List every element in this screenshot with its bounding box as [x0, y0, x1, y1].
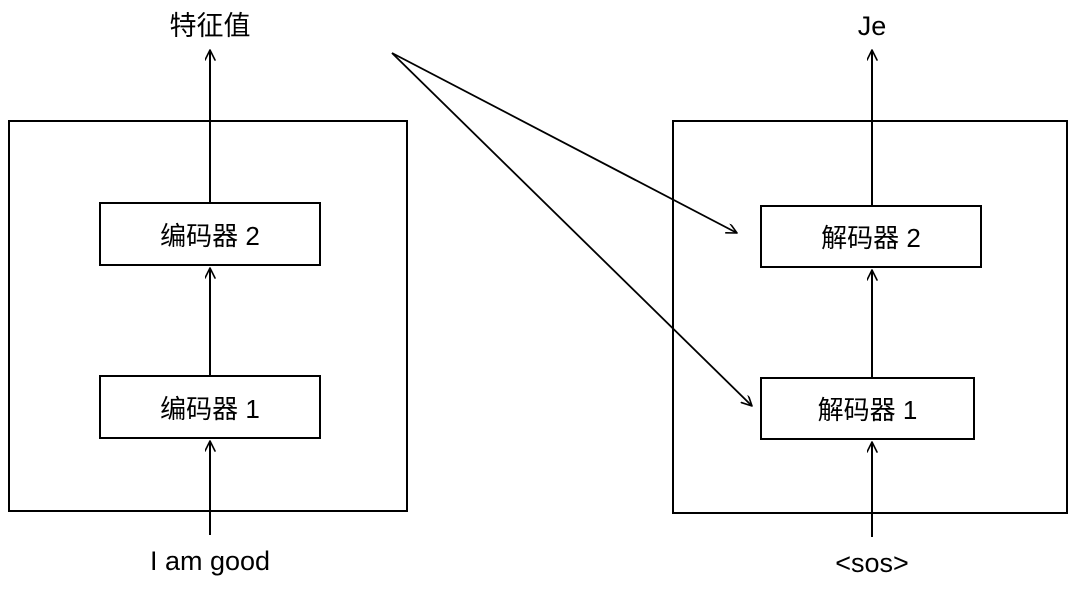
- decoder-stack-container: [672, 120, 1068, 514]
- encoder-input-label: I am good: [149, 546, 271, 576]
- encoder-output-label: 特征值: [169, 11, 251, 41]
- arrow-cross-attention-to-decoder1: [391, 52, 752, 406]
- decoder-block-1[interactable]: 解码器 1: [760, 377, 975, 440]
- decoder-block-1-label: 解码器 1: [817, 395, 918, 425]
- encoder-block-1-label: 编码器 1: [160, 393, 260, 424]
- encoder-block-2-label: 编码器 2: [160, 220, 260, 251]
- decoder-block-2[interactable]: 解码器 2: [760, 205, 982, 268]
- arrow-cross-attention-to-decoder2: [391, 52, 737, 233]
- decoder-input-label: <sos>: [835, 548, 909, 578]
- encoder-block-1[interactable]: 编码器 1: [99, 375, 321, 439]
- encoder-stack-container: [8, 120, 408, 512]
- decoder-output-label: Je: [857, 11, 887, 41]
- decoder-block-2-label: 解码器 2: [821, 223, 921, 253]
- encoder-block-2[interactable]: 编码器 2: [99, 202, 321, 266]
